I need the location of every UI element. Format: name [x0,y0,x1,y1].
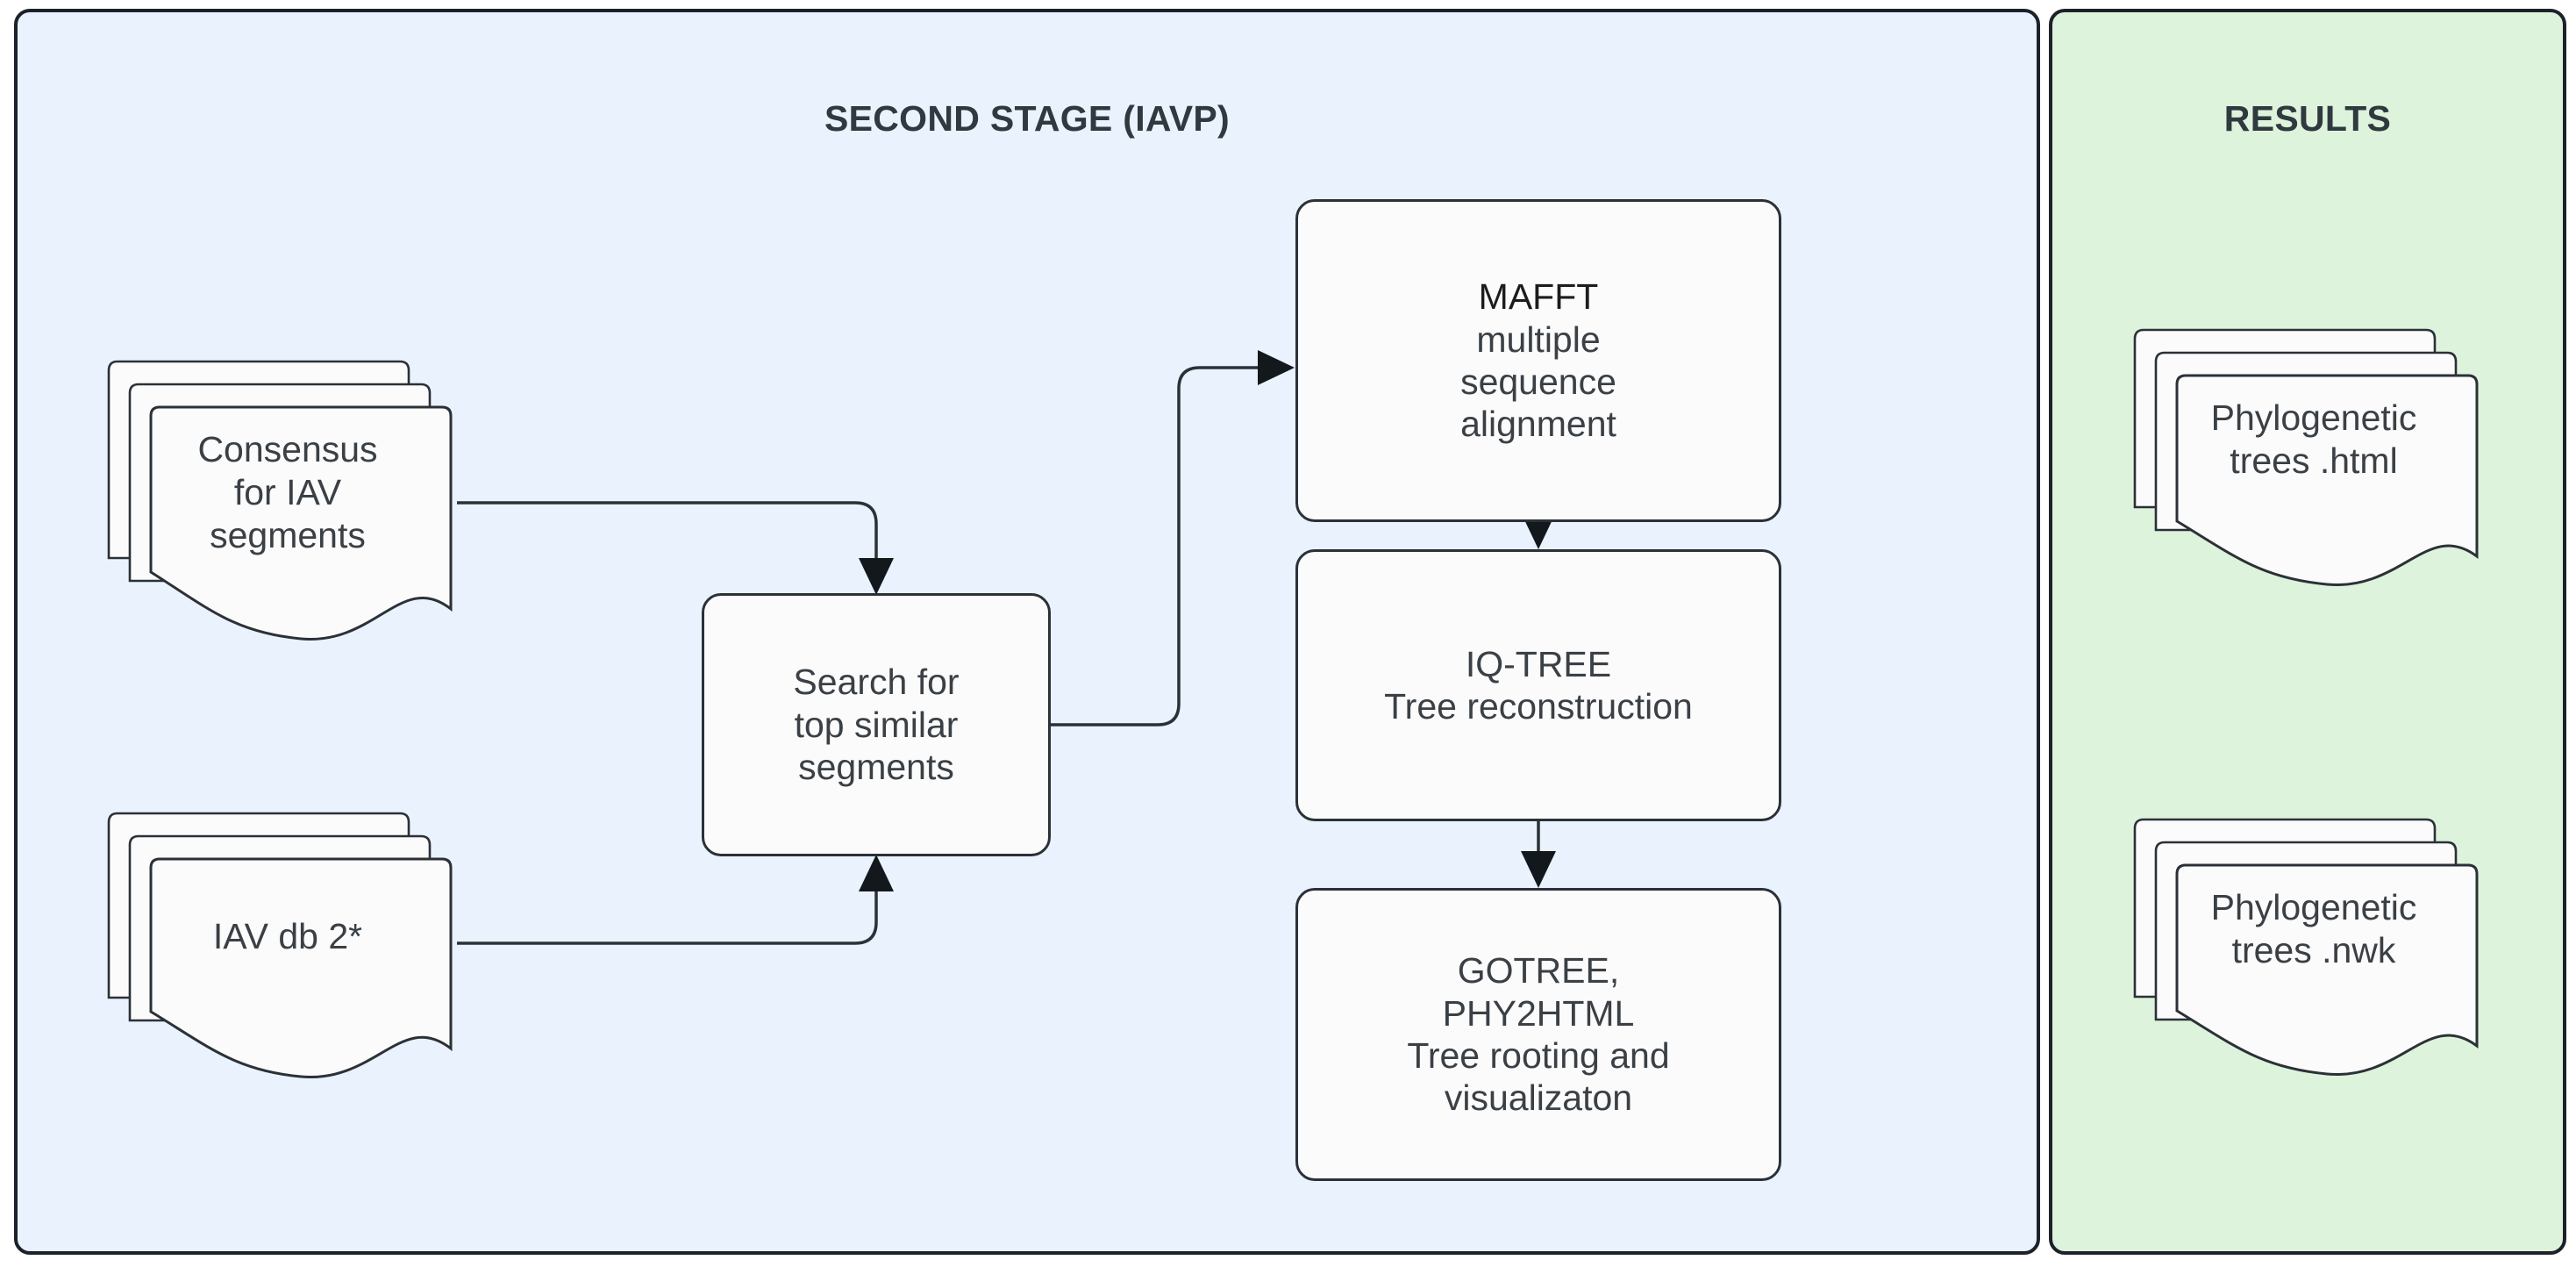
process-box-iq-tree[interactable]: IQ-TREE Tree reconstruction [1295,549,1781,821]
process-box-mafft-label: MAFFT multiple sequence alignment [1310,276,1766,446]
process-box-gotree-label: GOTREE, PHY2HTML Tree rooting and visual… [1310,949,1766,1120]
proc-line: PHY2HTML [1442,992,1635,1034]
process-box-iq-tree-label: IQ-TREE Tree reconstruction [1310,643,1766,728]
multidoc-iav-db: IAV db 2* [103,810,472,1082]
process-box-search-for-top-similar-segments[interactable]: Search for top similar segments [702,593,1051,856]
proc-line: top similar [794,704,959,745]
multidoc-consensus-for-iav-segments: Consensus for IAV segments [103,358,472,648]
process-box-gotree-phy2html[interactable]: GOTREE, PHY2HTML Tree rooting and visual… [1295,888,1781,1181]
proc-line: segments [798,747,954,788]
proc-line: Tree rooting and [1407,1035,1670,1076]
proc-line: Search for [793,662,960,703]
proc-line: GOTREE, [1457,950,1620,991]
multidoc-phylogenetic-trees-nwk: Phylogenetic trees .nwk [2130,816,2498,1079]
multi-document-icon [2133,818,2479,1076]
process-box-mafft[interactable]: MAFFT multiple sequence alignment [1295,199,1781,522]
proc-line: multiple [1476,319,1601,360]
multidoc-phylogenetic-trees-html: Phylogenetic trees .html [2130,326,2498,590]
panel-results-title: RESULTS [2223,98,2392,139]
multi-document-icon [2133,328,2479,586]
panel-second-stage-title: SECOND STAGE (IAVP) [824,98,1231,139]
proc-line: visualizaton [1444,1077,1633,1119]
proc-line: IQ-TREE [1465,643,1612,684]
proc-line: sequence [1460,361,1616,402]
proc-line: alignment [1460,404,1616,445]
multi-document-icon [107,812,453,1078]
multi-document-icon [107,360,453,641]
proc-line: MAFFT [1478,276,1599,318]
proc-line: Tree reconstruction [1384,686,1693,727]
process-box-search-label: Search for top similar segments [717,661,1036,788]
